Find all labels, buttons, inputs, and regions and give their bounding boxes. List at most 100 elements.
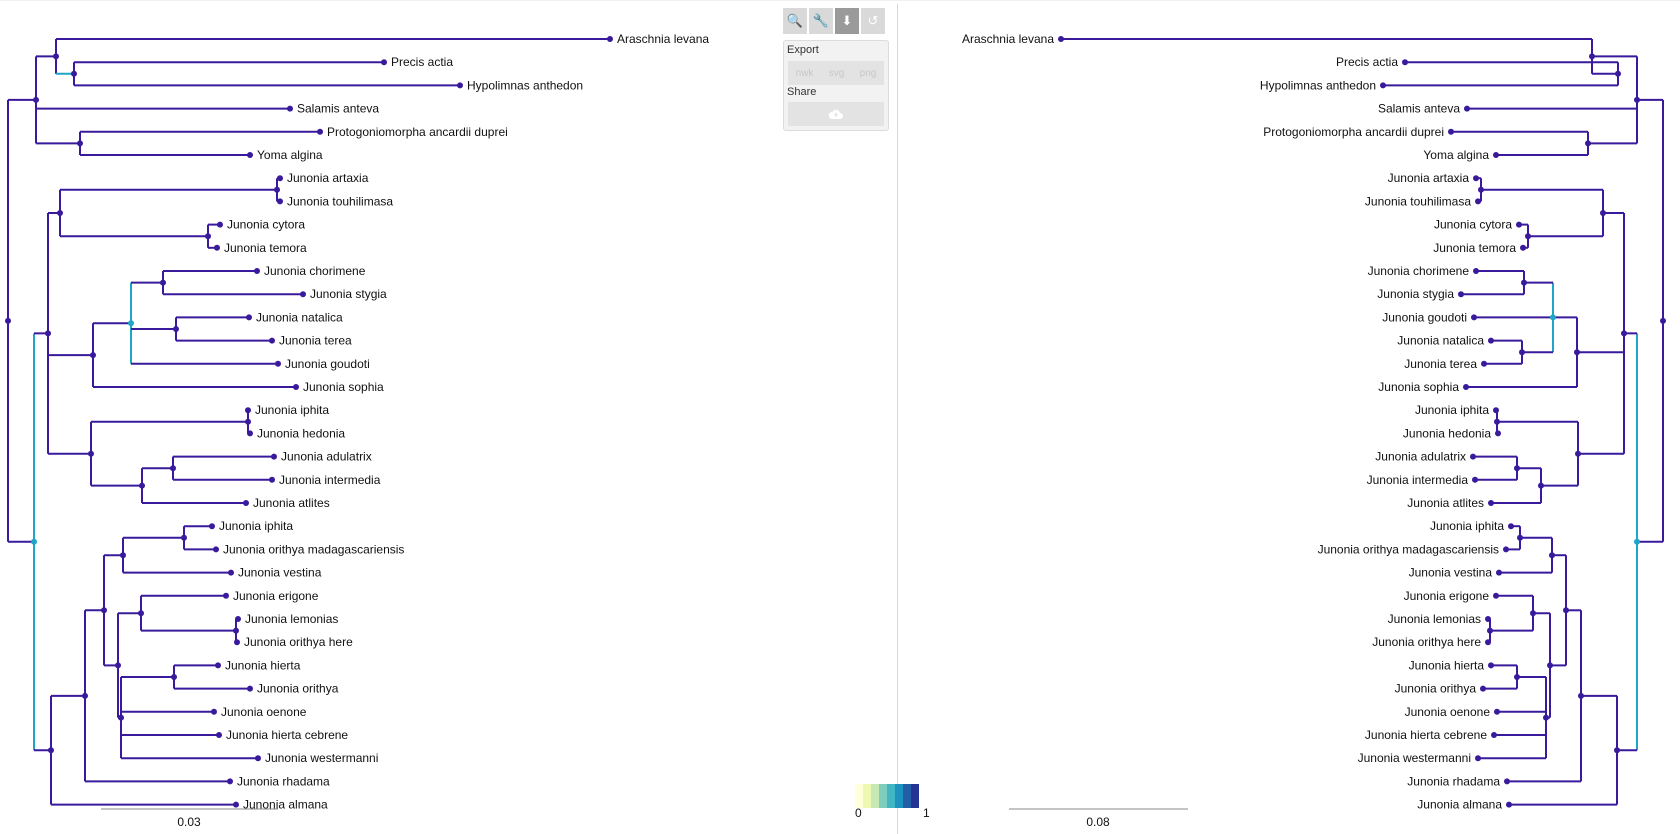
tip-node[interactable] — [1495, 430, 1501, 437]
internal-node[interactable] — [90, 352, 96, 359]
wrench-icon[interactable]: 🔧 — [809, 8, 833, 34]
internal-node[interactable] — [138, 610, 144, 617]
tip-node[interactable] — [1508, 523, 1514, 530]
tip-node[interactable] — [381, 59, 387, 66]
internal-node[interactable] — [1578, 692, 1584, 699]
tip-node[interactable] — [245, 407, 251, 414]
internal-node[interactable] — [1525, 233, 1531, 240]
tip-node[interactable] — [1491, 732, 1497, 738]
internal-node[interactable] — [274, 186, 280, 193]
internal-node[interactable] — [5, 317, 11, 324]
internal-node[interactable] — [33, 96, 39, 103]
tip-node[interactable] — [1402, 59, 1408, 66]
tip-node[interactable] — [247, 430, 253, 437]
internal-node[interactable] — [1549, 552, 1555, 559]
tip-node[interactable] — [1488, 662, 1494, 669]
download-icon[interactable]: ⬇ — [835, 8, 859, 34]
tip-node[interactable] — [215, 662, 221, 669]
internal-node[interactable] — [82, 692, 88, 699]
tip-node[interactable] — [254, 268, 260, 274]
internal-node[interactable] — [1494, 418, 1500, 425]
tip-node[interactable] — [269, 476, 275, 483]
internal-node[interactable] — [128, 320, 134, 327]
internal-node[interactable] — [233, 627, 239, 634]
internal-node[interactable] — [170, 465, 176, 472]
tip-node[interactable] — [1504, 778, 1510, 785]
share-button[interactable] — [788, 102, 884, 126]
tip-node[interactable] — [211, 708, 217, 715]
internal-node[interactable] — [71, 70, 77, 77]
tip-node[interactable] — [1516, 221, 1522, 228]
tip-node[interactable] — [243, 500, 249, 506]
internal-node[interactable] — [181, 534, 187, 541]
internal-node[interactable] — [1514, 465, 1520, 472]
internal-node[interactable] — [139, 482, 145, 489]
internal-node[interactable] — [1634, 96, 1640, 103]
tip-node[interactable] — [1496, 569, 1502, 576]
internal-node[interactable] — [160, 279, 166, 286]
internal-node[interactable] — [120, 552, 126, 559]
tip-node[interactable] — [217, 221, 223, 228]
tip-node[interactable] — [216, 732, 222, 738]
tip-node[interactable] — [247, 685, 253, 692]
tip-node[interactable] — [1493, 407, 1499, 414]
internal-node[interactable] — [173, 326, 179, 332]
tip-node[interactable] — [275, 360, 281, 367]
internal-node[interactable] — [45, 330, 51, 337]
tip-node[interactable] — [228, 569, 234, 576]
tip-node[interactable] — [269, 337, 275, 344]
panel-divider[interactable] — [897, 4, 898, 834]
tip-node[interactable] — [293, 384, 299, 390]
tip-node[interactable] — [209, 523, 215, 530]
tip-node[interactable] — [233, 801, 239, 808]
tip-node[interactable] — [1464, 105, 1470, 112]
tip-node[interactable] — [1475, 198, 1481, 205]
tip-node[interactable] — [317, 128, 323, 135]
internal-node[interactable] — [88, 450, 94, 457]
tip-node[interactable] — [1475, 755, 1481, 762]
export-svg-button[interactable]: svg — [828, 67, 845, 79]
tip-node[interactable] — [271, 453, 277, 460]
internal-node[interactable] — [1634, 538, 1640, 545]
tip-node[interactable] — [1470, 453, 1476, 460]
internal-node[interactable] — [1575, 450, 1581, 457]
internal-node[interactable] — [77, 140, 83, 147]
tip-node[interactable] — [223, 592, 229, 599]
tip-node[interactable] — [1485, 639, 1491, 646]
internal-node[interactable] — [171, 674, 177, 680]
internal-node[interactable] — [1514, 674, 1520, 680]
internal-node[interactable] — [1543, 714, 1549, 721]
tip-node[interactable] — [1506, 801, 1512, 808]
tip-node[interactable] — [1471, 314, 1477, 321]
internal-node[interactable] — [1550, 314, 1556, 321]
internal-node[interactable] — [1621, 330, 1627, 337]
tip-node[interactable] — [1480, 685, 1486, 692]
internal-node[interactable] — [118, 714, 124, 721]
tip-node[interactable] — [1503, 546, 1509, 553]
tip-node[interactable] — [1520, 244, 1526, 251]
internal-node[interactable] — [245, 418, 251, 425]
search-icon[interactable]: 🔍 — [783, 8, 807, 34]
internal-node[interactable] — [1517, 534, 1523, 541]
tip-node[interactable] — [1473, 268, 1479, 274]
tip-node[interactable] — [1493, 152, 1499, 158]
internal-node[interactable] — [1589, 53, 1595, 60]
tip-node[interactable] — [1380, 82, 1386, 89]
export-png-button[interactable]: png — [859, 67, 877, 79]
internal-node[interactable] — [57, 210, 63, 216]
undo-icon[interactable]: ↺ — [861, 8, 885, 34]
tip-node[interactable] — [1481, 360, 1487, 367]
internal-node[interactable] — [1547, 662, 1553, 669]
internal-node[interactable] — [1521, 279, 1527, 286]
tip-node[interactable] — [1473, 175, 1479, 182]
tip-node[interactable] — [214, 244, 220, 251]
tip-node[interactable] — [287, 105, 293, 112]
internal-node[interactable] — [1614, 747, 1620, 754]
tip-node[interactable] — [1058, 36, 1064, 42]
tip-node[interactable] — [213, 546, 219, 553]
tip-node[interactable] — [234, 639, 240, 646]
tip-node[interactable] — [247, 152, 253, 158]
internal-node[interactable] — [1585, 140, 1591, 147]
export-nwk-button[interactable]: nwk — [795, 67, 814, 79]
